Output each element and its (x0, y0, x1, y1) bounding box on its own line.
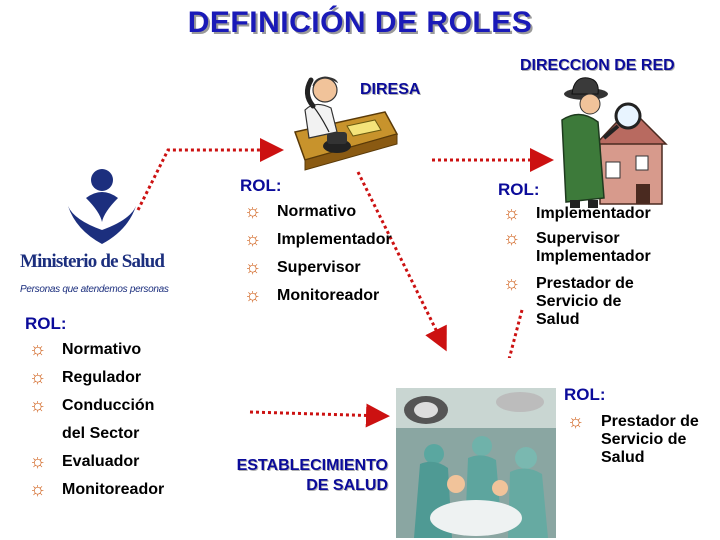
page-title: DEFINICIÓN DE ROLES (187, 6, 533, 39)
list-item: ☼Monitoreador (244, 285, 380, 306)
star-bullet-icon: ☼ (503, 228, 521, 249)
ministerio-roles-list: ☼Normativo ☼Regulador ☼Conducción del Se… (29, 339, 165, 509)
red-rol-label: ROL: (498, 180, 540, 199)
star-bullet-icon: ☼ (567, 411, 585, 432)
ministerio-logo-name: Ministerio de Salud (20, 251, 165, 272)
diresa-roles-list: ☼Normativo ☼Implementador ☼Supervisor ☼M… (244, 201, 392, 315)
arrow-ministerio-to-diresa (136, 138, 284, 211)
star-bullet-icon: ☼ (29, 367, 47, 388)
star-bullet-icon: ☼ (244, 257, 262, 278)
diresa-label: DIRESA (360, 81, 421, 98)
list-item: ☼Evaluador (29, 451, 140, 472)
list-item: ☼Normativo (29, 339, 142, 360)
list-item: ☼Regulador (29, 367, 142, 388)
star-bullet-icon: ☼ (29, 479, 47, 500)
star-bullet-icon: ☼ (29, 395, 47, 416)
list-item: del Sector (62, 425, 140, 442)
arrow-red-to-establecimiento (494, 309, 524, 392)
star-bullet-icon: ☼ (244, 229, 262, 250)
list-item: ☼Supervisor (244, 257, 361, 278)
diresa-rol-label: ROL: (240, 176, 282, 195)
ministerio-logo-figure-icon (68, 169, 136, 244)
establecimiento-rol-label: ROL: (564, 385, 606, 404)
star-bullet-icon: ☼ (244, 201, 262, 222)
list-item: ☼Implementador (244, 229, 392, 250)
star-bullet-icon: ☼ (503, 203, 521, 224)
star-bullet-icon: ☼ (503, 273, 521, 294)
surgery-photo (392, 358, 560, 540)
list-item: ☼Supervisor Implementador (503, 228, 651, 265)
direccion-de-red-label: DIRECCION DE RED (520, 57, 675, 74)
ministerio-logo-tagline: Personas que atendemos personas (20, 284, 169, 295)
list-item: ☼Normativo (244, 201, 357, 222)
list-item: ☼Implementador (503, 203, 651, 224)
star-bullet-icon: ☼ (29, 339, 47, 360)
star-bullet-icon: ☼ (29, 451, 47, 472)
establecimiento-roles-list: ☼Prestador de Servicio de Salud (567, 411, 717, 467)
list-item: ☼Conducción (29, 395, 155, 416)
ministerio-rol-label: ROL: (25, 314, 67, 333)
surgery-scene-icon (396, 388, 556, 538)
list-item: ☼Monitoreador (29, 479, 165, 500)
phone-operator-clipart (294, 76, 399, 171)
ministerio-logo: Ministerio de Salud Personas que atendem… (20, 160, 184, 300)
red-roles-list: ☼Implementador ☼Supervisor Implementador… (503, 203, 673, 329)
arrow-regulation-to-establecimiento (249, 403, 390, 428)
arrow-diresa-to-establecimiento (356, 171, 447, 352)
star-bullet-icon: ☼ (244, 285, 262, 306)
detective-clipart (561, 77, 668, 208)
list-item: ☼Prestador de Servicio de Salud (503, 273, 634, 328)
establecimiento-label: ESTABLECIMIENTO DE SALUD (236, 457, 388, 494)
list-item: ☼Prestador de Servicio de Salud (567, 411, 699, 466)
